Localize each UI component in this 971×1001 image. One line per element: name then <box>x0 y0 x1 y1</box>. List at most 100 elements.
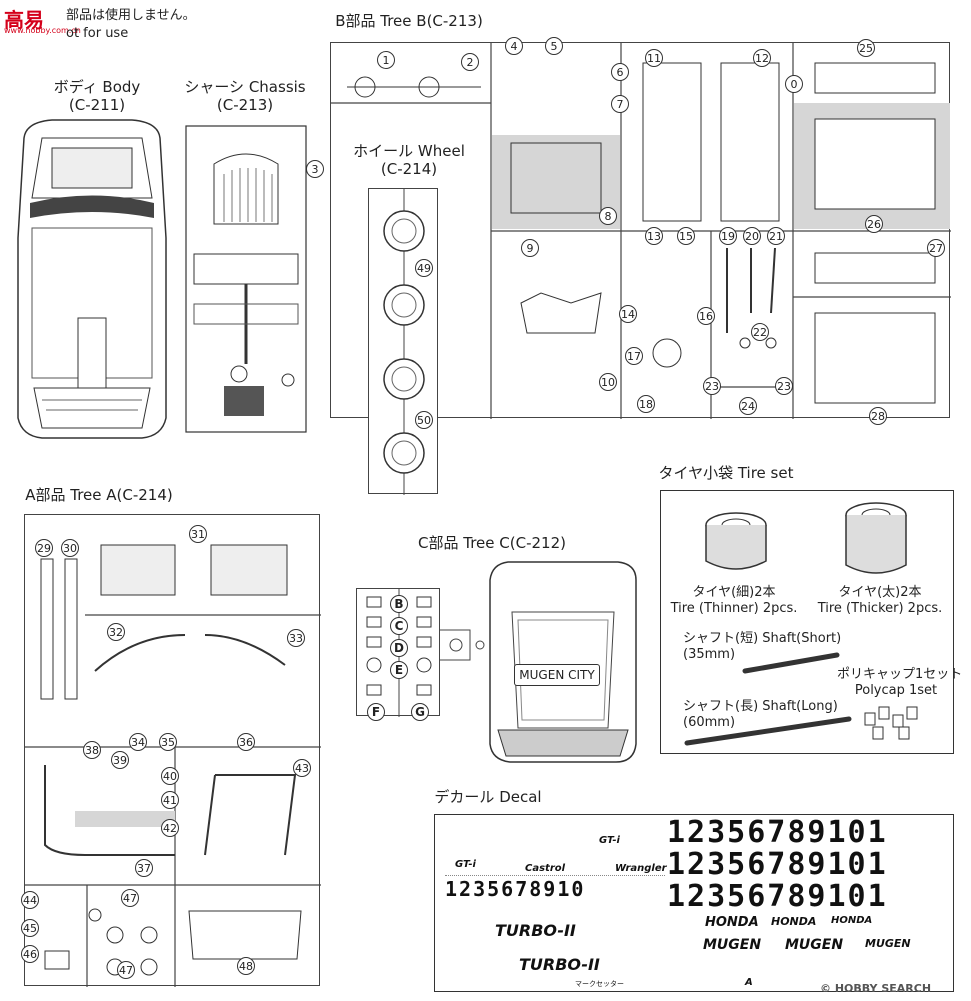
tree-b-part-8: 8 <box>599 207 617 225</box>
tree-b-part-6: 6 <box>611 63 629 81</box>
tire-thick-icon <box>845 502 907 574</box>
decal-small-marks <box>445 823 665 876</box>
tire-thick-en: Tire (Thicker) 2pcs. <box>817 601 943 616</box>
note-line1: 部品は使用しません。 <box>66 8 196 23</box>
tree-a-part-30: 30 <box>61 539 79 557</box>
tree-a-title: A部品 Tree A(C-214) <box>25 486 173 504</box>
wheel-sprue: 49 50 <box>368 188 438 495</box>
decal-honda-3: HONDA <box>831 915 873 926</box>
tree-a-part-32: 32 <box>107 623 125 641</box>
tree-a-part-36: 36 <box>237 733 255 751</box>
tree-b-part-2: 2 <box>461 53 479 71</box>
shaft-short-label: シャフト(短) Shaft(Short) <box>683 631 842 646</box>
tree-b-part-12: 12 <box>753 49 771 67</box>
tree-b-part-19: 19 <box>719 227 737 245</box>
chassis-title: シャーシ Chassis <box>184 78 306 96</box>
tree-c-letter-g: G <box>411 703 429 721</box>
tree-b-part-1: 1 <box>377 51 395 69</box>
wheel-part-50: 50 <box>415 411 433 429</box>
shaft-long-length: (60mm) <box>683 715 736 730</box>
tree-b-part-23-left: 23 <box>703 377 721 395</box>
tree-c-letter-c: C <box>390 617 408 635</box>
tree-b-part-4: 4 <box>505 37 523 55</box>
wheel-part-49: 49 <box>415 259 433 277</box>
wheel-title: ホイール Wheel <box>353 142 465 160</box>
note-line2: ot for use <box>66 26 129 41</box>
tree-a-sprue: 29 30 31 32 33 34 35 36 37 38 39 40 41 4… <box>21 514 321 987</box>
tire-thin-jp: タイヤ(細)2本 <box>692 585 776 600</box>
decal-numbers-row3: 12356789101 <box>667 879 888 914</box>
tree-a-part-38: 38 <box>83 741 101 759</box>
tree-a-part-47-top: 47 <box>121 889 139 907</box>
shaft-long-label: シャフト(長) Shaft(Long) <box>683 699 838 714</box>
tree-a-part-48: 48 <box>237 957 255 975</box>
decal-sheet: 1235678910 12356789101 12356789101 12356… <box>434 814 954 992</box>
tree-a-part-37: 37 <box>135 859 153 877</box>
tree-c-plate-text: MUGEN CITY <box>519 668 595 682</box>
tree-b-part-20: 20 <box>743 227 761 245</box>
chassis-code: (C-213) <box>216 96 274 114</box>
decal-castrol: Castrol <box>525 863 566 874</box>
body-code: (C-211) <box>68 96 126 114</box>
tree-b-part-27: 27 <box>927 239 945 257</box>
tree-b-part-9: 9 <box>521 239 539 257</box>
tree-c-letter-f: F <box>367 703 385 721</box>
tree-b-part-10: 10 <box>599 373 617 391</box>
watermark-logo-text: 高易 <box>4 8 44 32</box>
decal-mugen-1: MUGEN <box>703 937 762 953</box>
tree-b-part-15: 15 <box>677 227 695 245</box>
tree-a-part-29: 29 <box>35 539 53 557</box>
tree-b-part-21: 21 <box>767 227 785 245</box>
tree-b-part-0: 0 <box>785 75 803 93</box>
polycap-en: Polycap 1set <box>854 683 938 698</box>
decal-honda-2: HONDA <box>771 915 817 928</box>
tree-a-part-47-bottom: 47 <box>117 961 135 979</box>
decal-numbers-row2: 12356789101 <box>667 847 888 882</box>
decal-honda-1: HONDA <box>705 915 759 930</box>
watermark-site: www.hobby.com.cn <box>4 26 81 35</box>
shaft-short-icon <box>742 652 840 674</box>
chassis-drawing <box>185 125 307 433</box>
decal-numbers-small: 1235678910 <box>445 877 586 901</box>
tree-a-part-40: 40 <box>161 767 179 785</box>
tree-c-connector <box>440 629 485 661</box>
decal-gti-1: GT-i <box>455 859 476 870</box>
tree-a-part-35: 35 <box>159 733 177 751</box>
wheel-code: (C-214) <box>380 160 438 178</box>
shaft-short-length: (35mm) <box>683 647 736 662</box>
tree-b-part-16: 16 <box>697 307 715 325</box>
decal-numbers-row1: 12356789101 <box>667 815 888 850</box>
tree-b-part-18: 18 <box>637 395 655 413</box>
tree-a-part-43: 43 <box>293 759 311 777</box>
watermark-footer: © HOBBY SEARCH <box>820 982 932 995</box>
tree-b-frame <box>331 43 951 419</box>
tree-b-part-25: 25 <box>857 39 875 57</box>
tire-thin-en: Tire (Thinner) 2pcs. <box>670 601 798 616</box>
tree-a-frame <box>25 544 321 987</box>
tree-a-part-31: 31 <box>189 525 207 543</box>
tree-a-part-42: 42 <box>161 819 179 837</box>
tree-b-part-13: 13 <box>645 227 663 245</box>
tree-c-sprue: B C D E F G <box>356 588 440 721</box>
tree-a-part-41: 41 <box>161 791 179 809</box>
body-drawing <box>17 119 167 439</box>
tree-c-letter-e: E <box>390 661 408 679</box>
decal-maker: A <box>745 977 753 988</box>
tree-b-part-23-right: 23 <box>775 377 793 395</box>
tire-thin-icon <box>705 512 767 570</box>
tree-c-letter-d: D <box>390 639 408 657</box>
tree-c-letter-b: B <box>390 595 408 613</box>
tree-c-plate: MUGEN CITY <box>514 664 600 686</box>
tree-b-part-26: 26 <box>865 215 883 233</box>
decal-title: デカール Decal <box>434 788 542 806</box>
tree-b-part-7: 7 <box>611 95 629 113</box>
tree-a-part-34: 34 <box>129 733 147 751</box>
decal-wrangler: Wrangler <box>615 863 667 874</box>
tire-thick-jp: タイヤ(太)2本 <box>838 585 922 600</box>
tree-c-window-frame <box>489 561 637 763</box>
tree-a-part-45: 45 <box>21 919 39 937</box>
tree-b-part-24: 24 <box>739 397 757 415</box>
tree-a-part-39: 39 <box>111 751 129 769</box>
body-title: ボディ Body <box>53 78 141 96</box>
tree-b-title: B部品 Tree B(C-213) <box>335 12 483 30</box>
